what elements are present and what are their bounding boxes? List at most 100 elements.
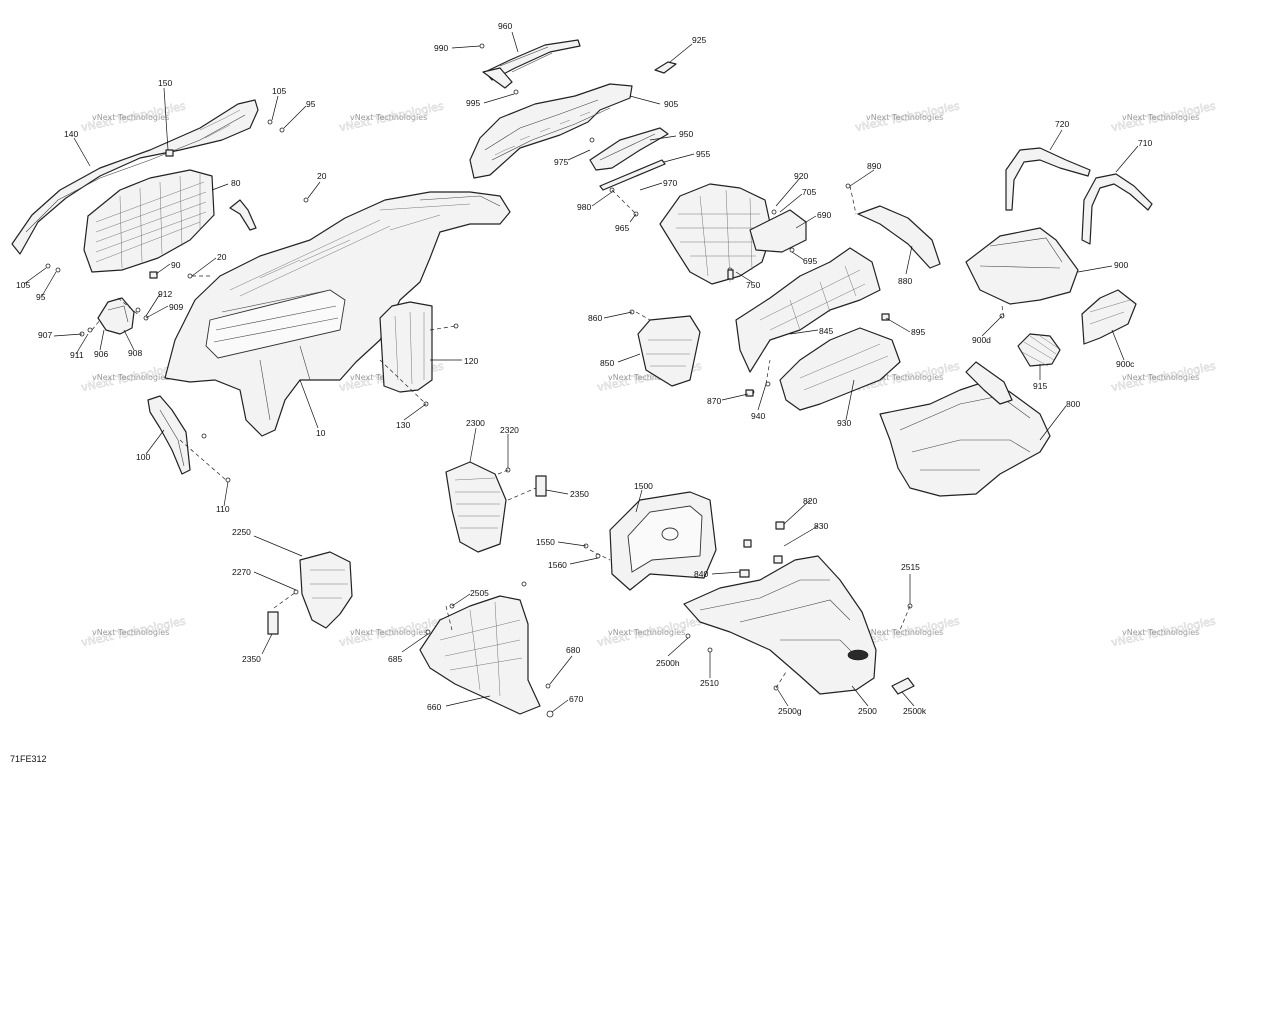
- part-800-section: [879, 361, 1051, 497]
- callout-1550: 1550: [536, 537, 555, 547]
- part-710-handle: [1081, 173, 1153, 245]
- callout-860: 860: [588, 313, 602, 323]
- callout-840: 840: [694, 569, 708, 579]
- part-drawings: [11, 39, 1153, 718]
- callout-909: 909: [169, 302, 183, 312]
- part-660-console: [419, 595, 541, 715]
- callout-895: 895: [911, 327, 925, 337]
- callout-2500h: 2500h: [656, 658, 680, 668]
- part-2500k-pad: [891, 677, 915, 695]
- watermark-text: vNext Technologies: [1122, 373, 1199, 382]
- leader-lines: [23, 31, 1139, 713]
- part-955-strip: [599, 159, 666, 191]
- part-80-vent: [83, 169, 215, 273]
- part-905-cover: [469, 83, 633, 179]
- callout-2270: 2270: [232, 567, 251, 577]
- watermark-text: vNext Technologies: [608, 628, 685, 637]
- callout-90: 90: [171, 260, 181, 270]
- callout-685: 685: [388, 654, 402, 664]
- part-900c-cover: [1081, 289, 1137, 345]
- callout-105-left: 105: [16, 280, 30, 290]
- part-2500-console: [683, 555, 877, 695]
- callout-965: 965: [615, 223, 629, 233]
- callout-906: 906: [94, 349, 108, 359]
- callout-955: 955: [696, 149, 710, 159]
- watermark-text: vNext Technologies: [608, 373, 685, 382]
- watermark-text: vNext Technologies: [350, 628, 427, 637]
- callout-2320: 2320: [500, 425, 519, 435]
- watermark-text: vNext Technologies: [866, 628, 943, 637]
- callout-20-top: 20: [317, 171, 327, 181]
- part-850-block: [637, 315, 701, 387]
- callout-695: 695: [803, 256, 817, 266]
- watermark-text: vNext Technologies: [1122, 628, 1199, 637]
- callout-690: 690: [817, 210, 831, 220]
- assembly-lines: [91, 185, 1005, 689]
- callout-710: 710: [1138, 138, 1152, 148]
- callout-20-mid: 20: [217, 252, 227, 262]
- part-10-dash-frame: [164, 191, 511, 437]
- callout-80: 80: [231, 178, 241, 188]
- part-150-140-trim: [11, 99, 259, 255]
- callout-900d: 900d: [972, 335, 991, 345]
- callout-95-top: 95: [306, 99, 316, 109]
- callout-2350-right: 2350: [570, 489, 589, 499]
- watermark-text: vNext Technologies: [866, 113, 943, 122]
- part-880-trim: [857, 205, 941, 269]
- watermark-text: vNext Technologies: [92, 628, 169, 637]
- callout-1500: 1500: [634, 481, 653, 491]
- part-915-mesh: [1017, 333, 1061, 367]
- watermark-text: vNext Technologies: [866, 373, 943, 382]
- callout-680: 680: [566, 645, 580, 655]
- part-900-lid: [965, 227, 1079, 305]
- callout-870: 870: [707, 396, 721, 406]
- part-906-908: [97, 297, 135, 335]
- watermark-text: vNext Technologies: [1122, 113, 1199, 122]
- callout-980: 980: [577, 202, 591, 212]
- callout-120: 120: [464, 356, 478, 366]
- part-960-bracket: [482, 39, 581, 89]
- callout-10: 10: [316, 428, 326, 438]
- part-1500-bezel: [609, 491, 717, 591]
- part-925-clip: [654, 61, 677, 74]
- part-2250-bracket: [299, 551, 353, 629]
- callout-105-top: 105: [272, 86, 286, 96]
- part-20-clip: [229, 199, 257, 231]
- watermark-text: vNext Technologies: [350, 113, 427, 122]
- callout-100: 100: [136, 452, 150, 462]
- part-120-panel: [379, 301, 433, 393]
- part-2300-duct: [445, 461, 507, 553]
- callout-2510: 2510: [700, 678, 719, 688]
- callout-670: 670: [569, 694, 583, 704]
- callout-720: 720: [1055, 119, 1069, 129]
- callout-845: 845: [819, 326, 833, 336]
- callout-labels: 960 990 925 995 905 150 105 95 140 80 20…: [16, 21, 1152, 716]
- callout-940: 940: [751, 411, 765, 421]
- callout-150: 150: [158, 78, 172, 88]
- callout-2250: 2250: [232, 527, 251, 537]
- callout-905: 905: [664, 99, 678, 109]
- callout-110: 110: [216, 504, 230, 514]
- watermark-text: vNext Technologies: [92, 113, 169, 122]
- callout-2515: 2515: [901, 562, 920, 572]
- part-100-side: [147, 395, 191, 475]
- callout-912: 912: [158, 289, 172, 299]
- callout-750: 750: [746, 280, 760, 290]
- part-845-assembly: [735, 247, 881, 373]
- callout-911: 911: [70, 350, 84, 360]
- callout-908: 908: [128, 348, 142, 358]
- callout-800: 800: [1066, 399, 1080, 409]
- callout-880: 880: [898, 276, 912, 286]
- part-950-bracket: [589, 127, 669, 171]
- callout-975: 975: [554, 157, 568, 167]
- part-690-shroud: [749, 209, 807, 253]
- callout-900: 900: [1114, 260, 1128, 270]
- figure-id: 71FE312: [10, 754, 47, 764]
- callout-2505: 2505: [470, 588, 489, 598]
- part-930-panel: [779, 327, 901, 411]
- callout-925: 925: [692, 35, 706, 45]
- callout-820: 820: [803, 496, 817, 506]
- watermark-text: vNext Technologies: [92, 373, 169, 382]
- callout-930: 930: [837, 418, 851, 428]
